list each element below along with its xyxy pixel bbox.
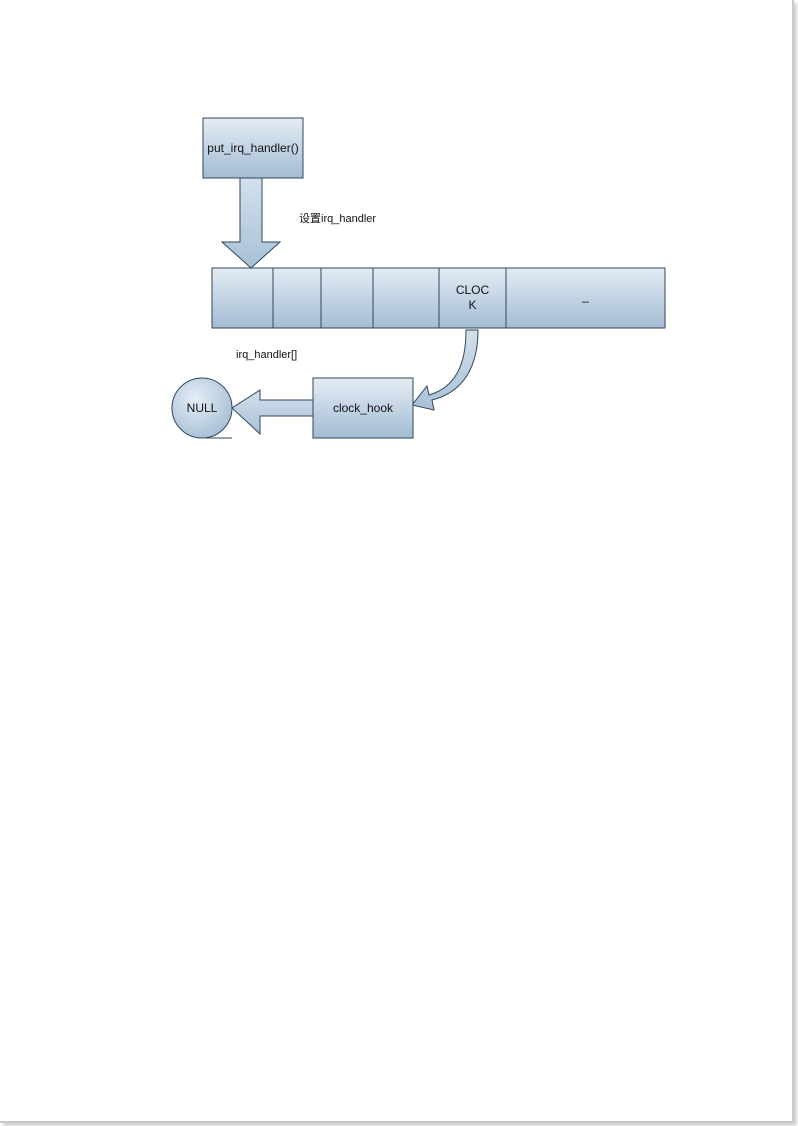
array-cell-5-line-0: _ [581,289,589,303]
array-cell-4-line-0: CLOC [456,283,490,297]
set-irq-handler-label: 设置irq_handler [299,212,376,225]
down-arrow [220,177,282,269]
clock-hook-label: clock_hook [333,401,394,415]
null-label: NULL [187,401,218,415]
array-cell-4-line-1: K [468,298,476,312]
clock-hook-node: clock_hook [312,377,414,439]
array-cell-5: _ [581,289,589,303]
array-name-label: irq_handler[] [236,349,297,361]
curved-arrow [411,329,479,411]
left-arrow [231,389,314,436]
put-irq-handler-node: put_irq_handler() [202,117,304,179]
null-node: NULL [171,377,233,439]
put-irq-handler-label: put_irq_handler() [207,141,298,155]
